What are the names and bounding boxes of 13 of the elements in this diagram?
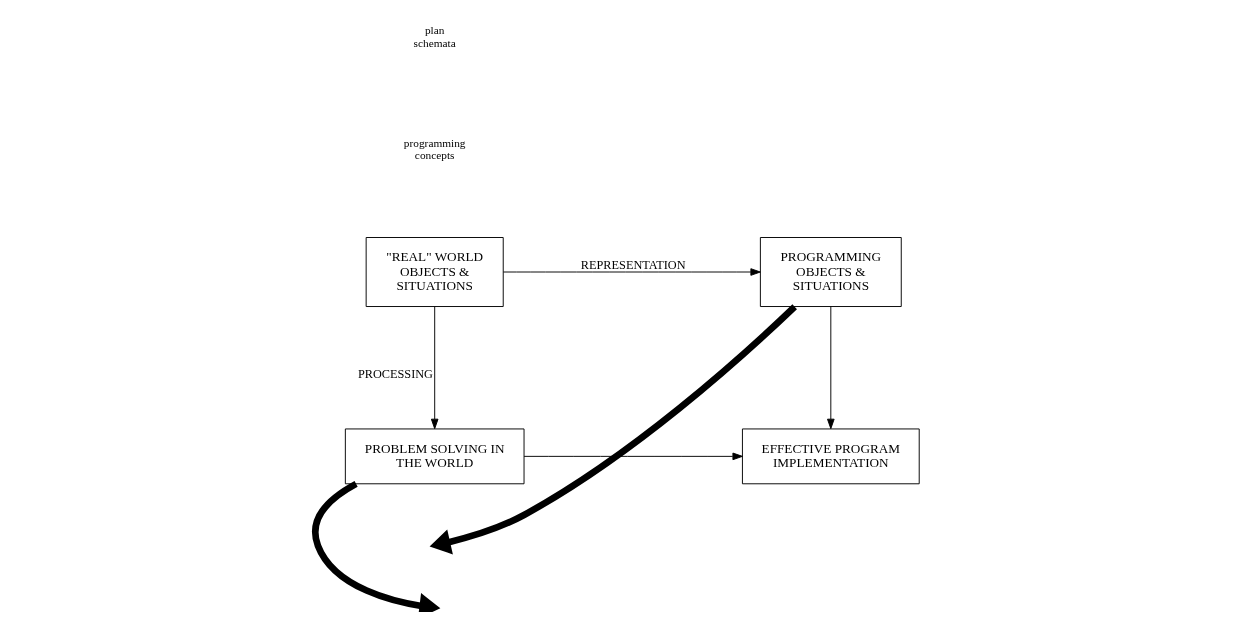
arrow (826, 306, 835, 430)
label: plan schemata (413, 24, 456, 49)
edge-label: PROCESSING (357, 366, 433, 381)
arrow (430, 306, 438, 430)
node-box: PROBLEM SOLVING IN THE WORLD (344, 428, 524, 485)
edge-label: REPRESENTATION (580, 257, 686, 272)
node-box: PROGRAMMING OBJECTS & SITUATIONS (759, 237, 902, 307)
node-box: EFFECTIVE PROGRAM IMPLEMENTATION (741, 428, 920, 485)
arrow (429, 304, 797, 555)
arrow (523, 452, 743, 461)
label: programming concepts (403, 136, 466, 162)
arrow (502, 268, 761, 276)
node-box: "REAL" WORLD OBJECTS & SITUATIONS (365, 237, 504, 307)
